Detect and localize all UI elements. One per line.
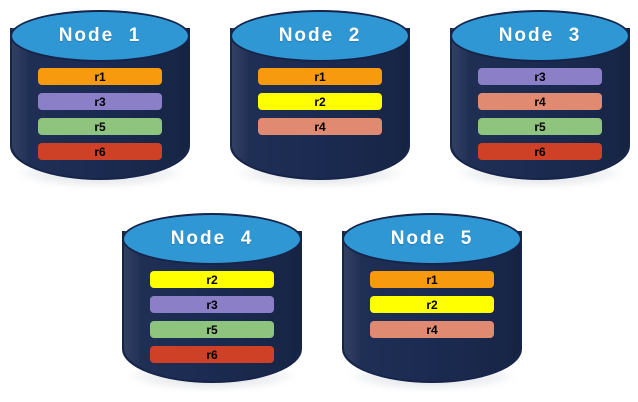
record-bar-r5[interactable]: r5 [38, 118, 162, 135]
record-list: r1 r2 r4 [370, 271, 494, 338]
cylinder-top-icon [450, 10, 630, 62]
node-label: Node 3 [498, 25, 582, 46]
record-bar-r5[interactable]: r5 [150, 321, 274, 338]
record-bar-r3[interactable]: r3 [478, 68, 602, 85]
database-node-5[interactable]: Node 5 r1 r2 r4 [342, 211, 522, 394]
cylinder-top-icon [122, 213, 302, 265]
record-bar-r4[interactable]: r4 [258, 118, 382, 135]
record-bar-r1[interactable]: r1 [258, 68, 382, 85]
record-bar-r4[interactable]: r4 [478, 93, 602, 110]
database-node-2[interactable]: Node 2 r1 r2 r4 [230, 8, 410, 191]
record-bar-r4[interactable]: r4 [370, 321, 494, 338]
record-bar-r5[interactable]: r5 [478, 118, 602, 135]
node-label: Node 2 [278, 25, 362, 46]
cylinder-top-icon [342, 213, 522, 265]
database-node-3[interactable]: Node 3 r3 r4 r5 r6 [450, 8, 630, 191]
database-node-4[interactable]: Node 4 r2 r3 r5 r6 [122, 211, 302, 394]
record-bar-r3[interactable]: r3 [150, 296, 274, 313]
record-bar-r2[interactable]: r2 [258, 93, 382, 110]
record-bar-r3[interactable]: r3 [38, 93, 162, 110]
record-bar-r1[interactable]: r1 [370, 271, 494, 288]
record-bar-r6[interactable]: r6 [38, 143, 162, 160]
node-label: Node 1 [58, 25, 142, 46]
cylinder-top-icon [230, 10, 410, 62]
record-list: r3 r4 r5 r6 [478, 68, 602, 160]
database-node-1[interactable]: Node 1 r1 r3 r5 r6 [10, 8, 190, 191]
node-label: Node 4 [170, 228, 254, 249]
record-bar-r2[interactable]: r2 [150, 271, 274, 288]
record-bar-r6[interactable]: r6 [478, 143, 602, 160]
record-list: r2 r3 r5 r6 [150, 271, 274, 363]
record-list: r1 r3 r5 r6 [38, 68, 162, 160]
record-list: r1 r2 r4 [258, 68, 382, 135]
record-bar-r1[interactable]: r1 [38, 68, 162, 85]
record-bar-r6[interactable]: r6 [150, 346, 274, 363]
node-label: Node 5 [390, 228, 474, 249]
record-bar-r2[interactable]: r2 [370, 296, 494, 313]
cylinder-top-icon [10, 10, 190, 62]
